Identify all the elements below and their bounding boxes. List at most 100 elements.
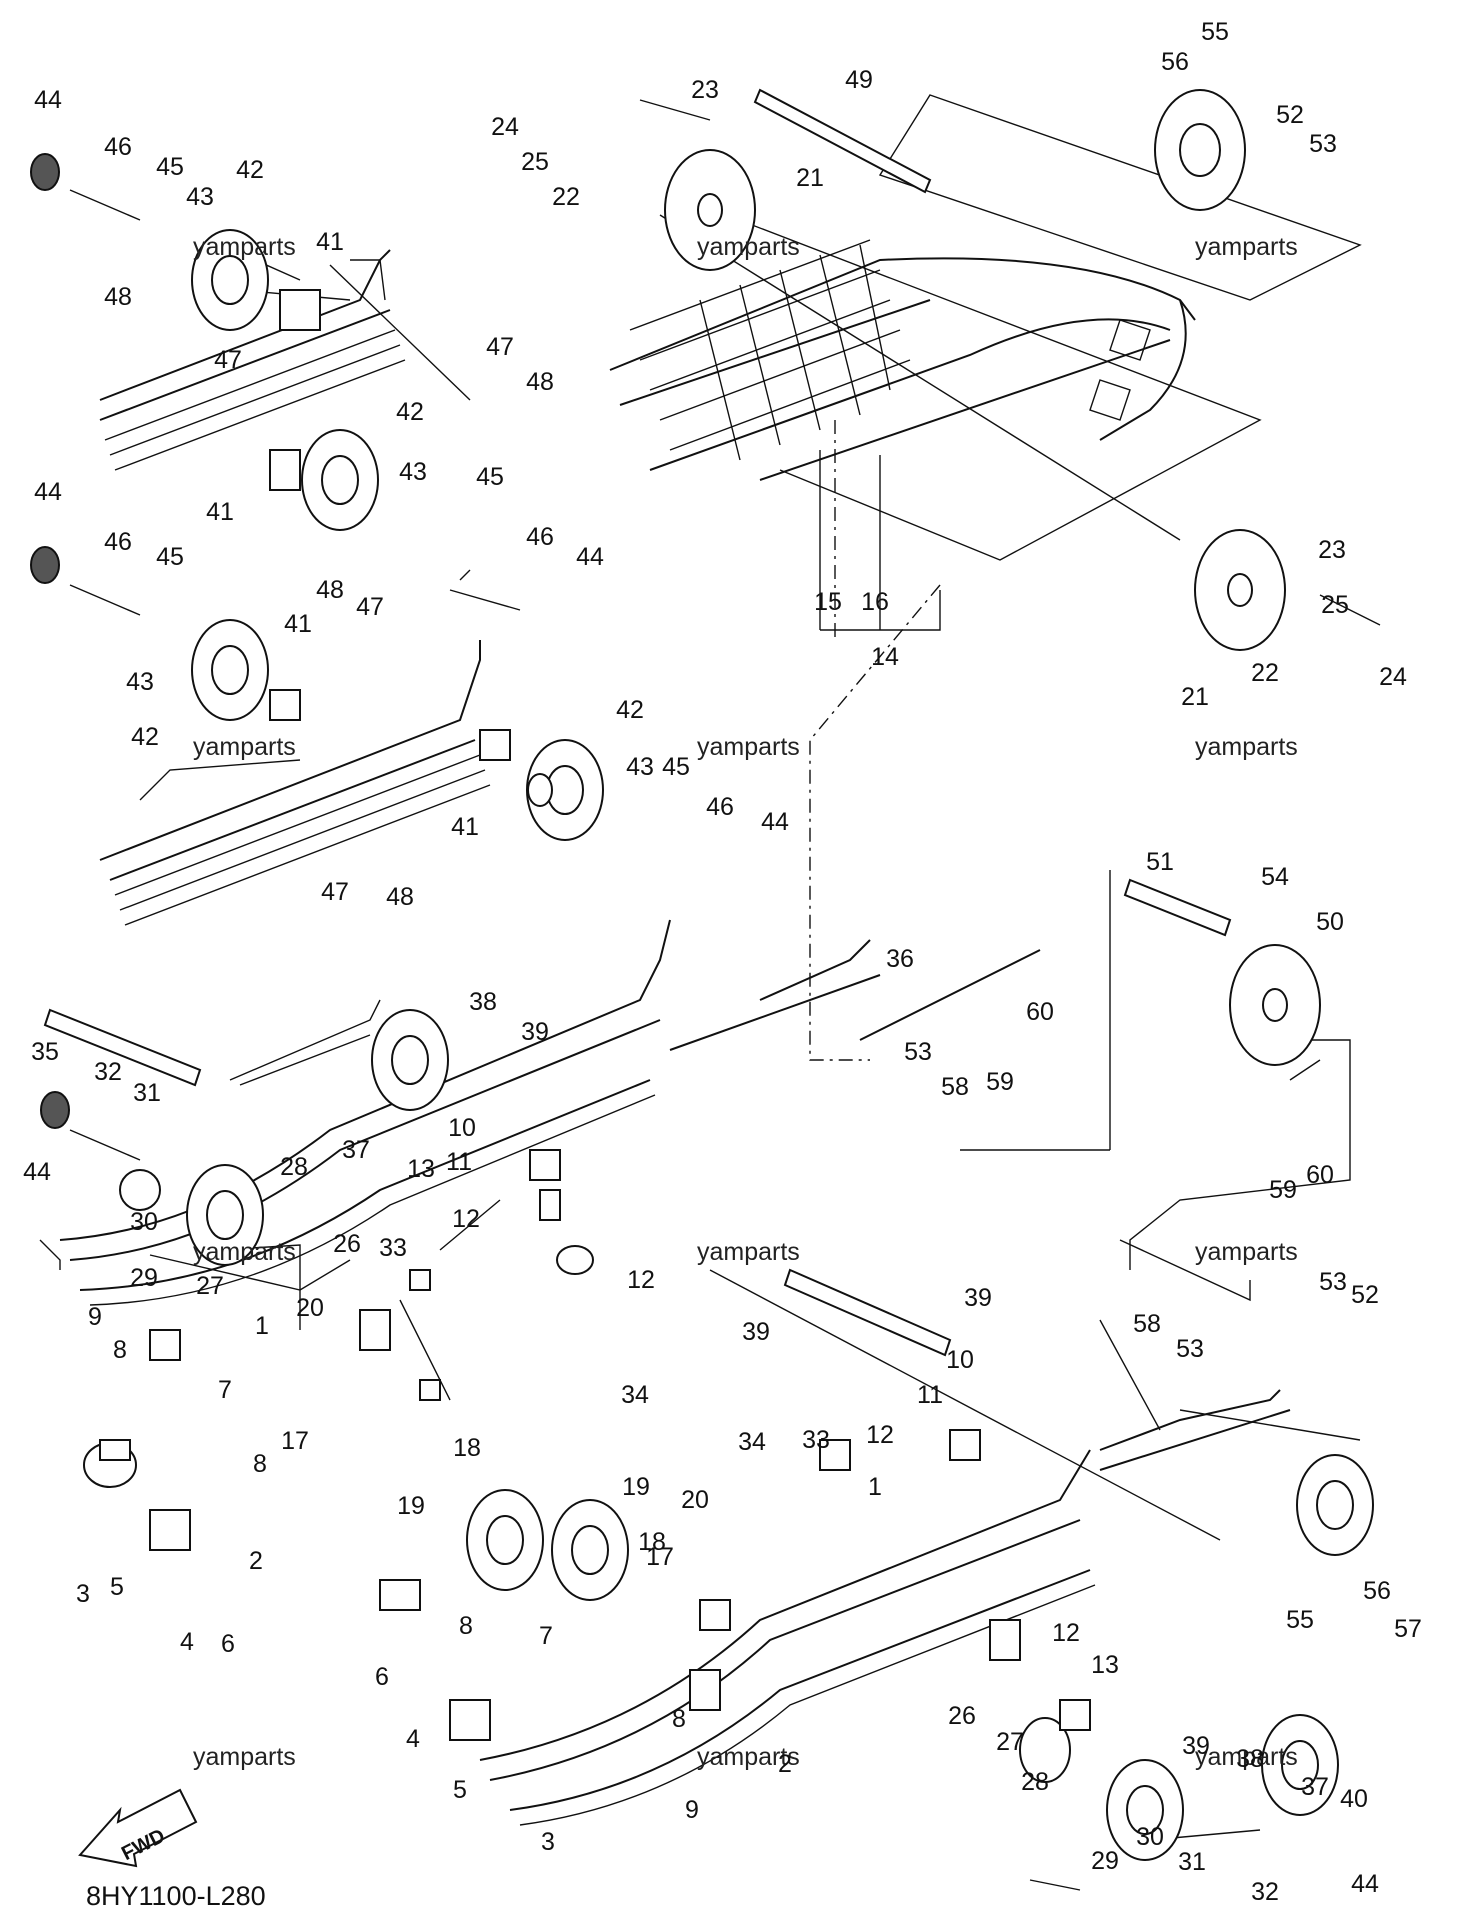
part-callout: 34 [621,1381,649,1409]
part-callout: 33 [379,1234,407,1262]
part-callout: 47 [486,333,514,361]
part-callout: 46 [706,793,734,821]
part-callout: 51 [1146,848,1174,876]
part-callout: 39 [521,1018,549,1046]
watermark: yamparts [193,233,296,261]
part-callout: 12 [1052,1619,1080,1647]
part-callout: 16 [861,588,889,616]
part-callout: 41 [451,813,479,841]
part-callout: 23 [1318,536,1346,564]
part-callout: 25 [521,148,549,176]
part-callout: 28 [1021,1768,1049,1796]
part-callout: 57 [1394,1615,1422,1643]
watermark: yamparts [193,1743,296,1771]
part-callout: 59 [986,1068,1014,1096]
part-callout: 21 [1181,683,1209,711]
part-callout: 22 [552,183,580,211]
diagram-line-art [30,88,1381,1891]
watermark: yamparts [1195,1238,1298,1266]
part-callout: 7 [218,1376,232,1404]
part-callout: 47 [214,346,242,374]
part-callout: 23 [691,76,719,104]
watermark: yamparts [193,1238,296,1266]
part-callout: 44 [23,1158,51,1186]
part-callout: 55 [1201,18,1229,46]
part-callout: 43 [186,183,214,211]
part-callout: 13 [1091,1651,1119,1679]
watermark: yamparts [1195,1743,1298,1771]
watermark: yamparts [697,233,800,261]
part-callout: 2 [249,1547,263,1575]
part-callout: 46 [526,523,554,551]
part-callout: 10 [448,1114,476,1142]
part-callout: 25 [1321,591,1349,619]
part-callout: 7 [539,1622,553,1650]
part-callout: 32 [1251,1878,1279,1906]
part-callout: 24 [1379,663,1407,691]
part-callout: 45 [662,753,690,781]
part-callout: 45 [476,463,504,491]
part-callout: 24 [491,113,519,141]
part-callout: 14 [871,643,899,671]
part-callout: 15 [814,588,842,616]
part-callout: 38 [469,988,497,1016]
part-callout: 46 [104,133,132,161]
part-callout: 1 [255,1312,269,1340]
part-callout: 53 [904,1038,932,1066]
part-callout: 48 [316,576,344,604]
track-belt [609,239,1196,481]
part-callout: 4 [180,1628,194,1656]
part-callout: 34 [738,1428,766,1456]
part-callout: 42 [396,398,424,426]
part-callout: 37 [342,1136,370,1164]
part-callout: 30 [130,1208,158,1236]
part-callout: 8 [672,1705,686,1733]
part-callout: 59 [1269,1176,1297,1204]
part-callout: 41 [316,228,344,256]
shafts [43,88,1232,1357]
part-callout: 53 [1319,1268,1347,1296]
part-callout: 4 [406,1725,420,1753]
part-callout: 39 [742,1318,770,1346]
part-callout: 41 [206,498,234,526]
part-callout: 8 [253,1450,267,1478]
part-callout: 31 [1178,1848,1206,1876]
part-callout: 29 [130,1264,158,1292]
part-callout: 13 [407,1155,435,1183]
part-callout: 21 [796,164,824,192]
part-callout: 58 [1133,1310,1161,1338]
part-callout: 47 [321,878,349,906]
part-callout: 3 [541,1828,555,1856]
part-callout: 56 [1161,48,1189,76]
part-callout: 40 [1340,1785,1368,1813]
part-callout: 11 [917,1381,943,1409]
watermark: yamparts [697,733,800,761]
part-callout: 44 [1351,1870,1379,1898]
part-callout: 45 [156,543,184,571]
part-callout: 9 [88,1303,102,1331]
part-callout: 5 [453,1776,467,1804]
part-callout: 44 [576,543,604,571]
part-callout: 53 [1309,130,1337,158]
part-callout: 41 [284,610,312,638]
part-callout: 32 [94,1058,122,1086]
watermarks: yamparts yamparts yamparts yamparts yamp… [193,233,1298,1771]
part-callout: 30 [1136,1823,1164,1851]
part-callout: 27 [996,1728,1024,1756]
part-callout: 48 [526,368,554,396]
part-callout: 52 [1351,1281,1379,1309]
part-callout: 11 [446,1148,472,1176]
watermark: yamparts [1195,733,1298,761]
part-callout: 39 [964,1284,992,1312]
part-callout: 60 [1026,998,1054,1026]
part-callout: 19 [397,1492,425,1520]
diagram-code: 8HY1100-L280 [86,1881,266,1911]
part-callout: 19 [622,1473,650,1501]
part-callout: 20 [296,1294,324,1322]
part-callout: 22 [1251,659,1279,687]
part-callout: 20 [681,1486,709,1514]
watermark: yamparts [697,1743,800,1771]
part-callout: 6 [221,1630,235,1658]
part-callout: 60 [1306,1161,1334,1189]
